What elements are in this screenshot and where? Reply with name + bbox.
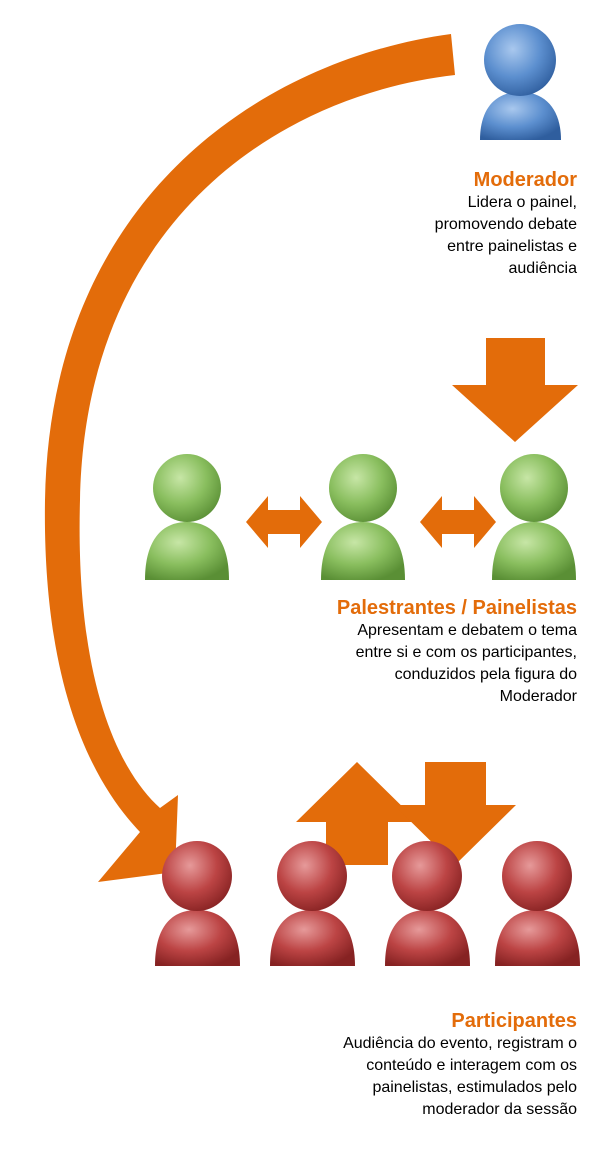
moderator-description: Lidera o painel, promovendo debate entre…: [317, 192, 577, 280]
down-arrow-icon: [394, 762, 516, 865]
description-line: entre si e com os participantes,: [355, 644, 577, 661]
participant-person-icon: [155, 841, 240, 966]
curved-arrow-icon: [44, 34, 455, 882]
description-line: conduzidos pela figura do: [394, 666, 577, 683]
moderator-title: Moderador: [473, 169, 577, 191]
participants-block: Participantes Audiência do evento, regis…: [257, 1009, 577, 1121]
moderator-block: Moderador Lidera o painel, promovendo de…: [317, 168, 577, 280]
description-line: moderador da sessão: [422, 1101, 577, 1118]
description-line: entre painelistas e: [447, 238, 577, 255]
panelists-description: Apresentam e debatem o tema entre si e c…: [257, 620, 577, 708]
panelists-title: Palestrantes / Painelistas: [336, 597, 577, 619]
description-line: promovendo debate: [434, 216, 577, 233]
description-line: painelistas, estimulados pelo: [372, 1079, 577, 1096]
panelist-person-icon: [492, 454, 576, 580]
double-arrow-icon: [420, 496, 496, 548]
panelist-person-icon: [145, 454, 229, 580]
double-arrow-icon: [246, 496, 322, 548]
participants-description: Audiência do evento, registram o conteúd…: [257, 1033, 577, 1121]
description-line: Lidera o painel,: [467, 194, 577, 211]
description-line: Apresentam e debatem o tema: [357, 622, 577, 639]
participant-person-icon: [385, 841, 470, 966]
up-arrow-icon: [296, 762, 418, 865]
description-line: Audiência do evento, registram o: [343, 1035, 577, 1052]
participants-title: Participantes: [451, 1010, 577, 1032]
description-line: audiência: [508, 260, 578, 277]
panelists-block: Palestrantes / Painelistas Apresentam e …: [257, 596, 577, 708]
moderator-person-icon: [480, 24, 561, 140]
description-line: Moderador: [499, 688, 577, 705]
down-arrow-icon: [452, 338, 578, 442]
participant-person-icon: [495, 841, 580, 966]
panelist-person-icon: [321, 454, 405, 580]
participant-person-icon: [270, 841, 355, 966]
description-line: conteúdo e interagem com os: [366, 1057, 577, 1074]
